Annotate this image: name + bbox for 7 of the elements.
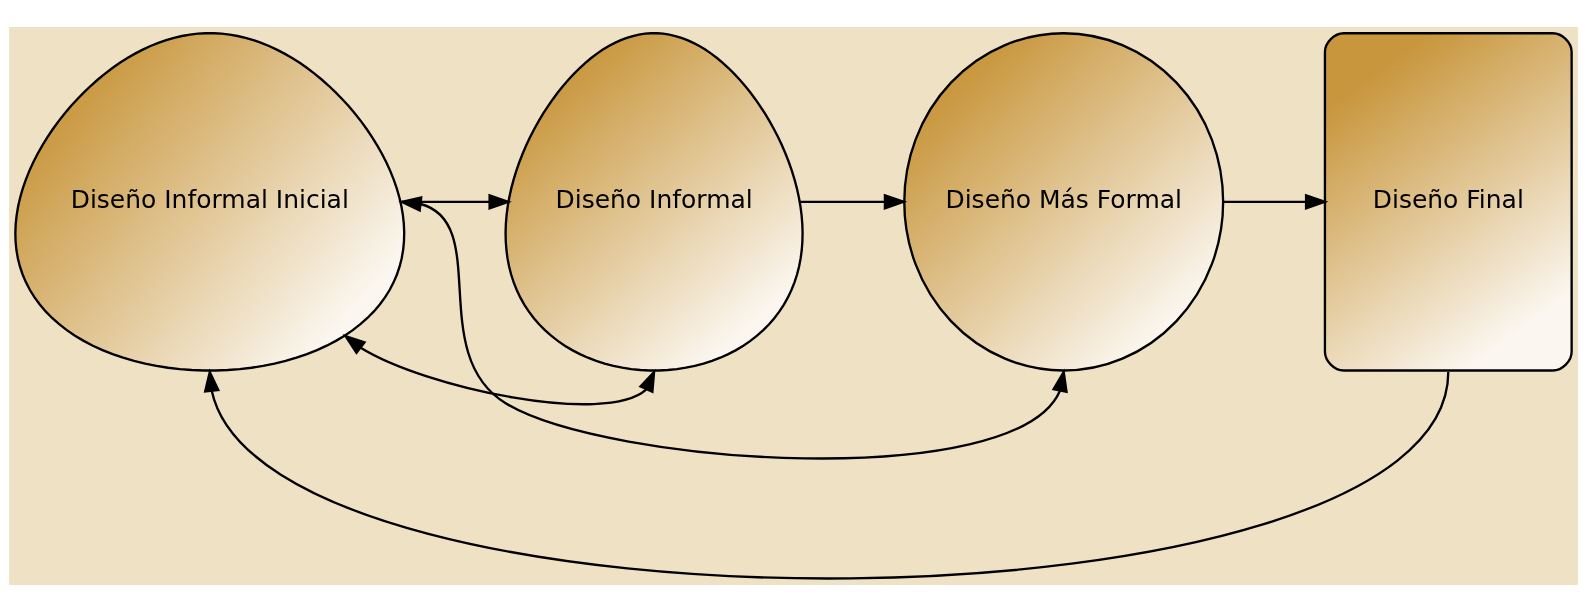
node-circle: Diseño Más Formal — [903, 31, 1225, 372]
node-box: Diseño Final — [1323, 31, 1573, 372]
arrow — [203, 368, 1450, 579]
arrow — [398, 195, 1068, 459]
arrow — [342, 333, 656, 405]
arrow — [800, 193, 908, 210]
arrow — [1223, 193, 1329, 210]
